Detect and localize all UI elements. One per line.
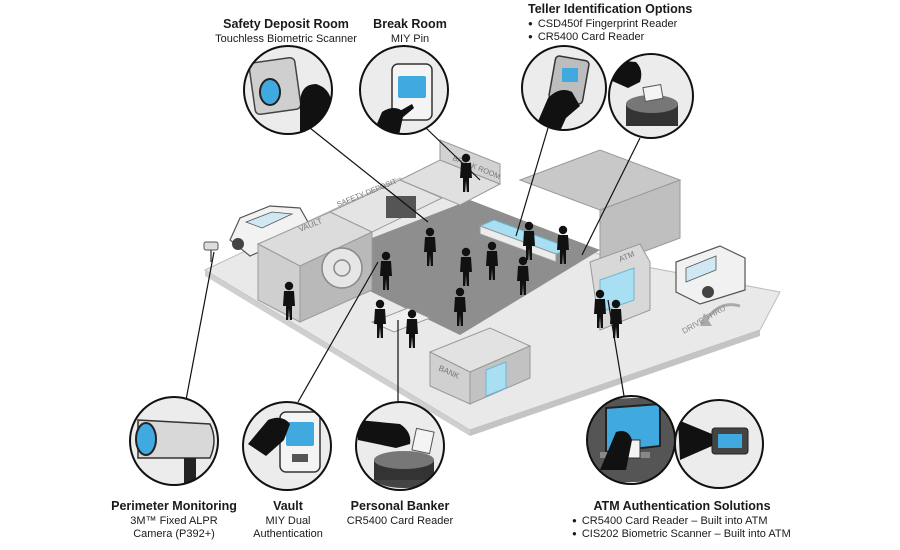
drive-thru-vehicle — [675, 245, 746, 305]
card-reader-icon — [358, 420, 435, 488]
atm-card-reader-icon — [588, 396, 675, 484]
teller-option-card-reader: CR5400 Card Reader — [528, 31, 718, 45]
bank-entrance: BANK — [428, 327, 532, 405]
vault-label: Vault MIY Dual Authentication — [245, 499, 331, 542]
teller-option-fingerprint: CSD450f Fingerprint Reader — [528, 18, 718, 32]
atm-solutions-label: ATM Authentication Solutions CR5400 Card… — [562, 499, 802, 542]
personal-banker-label: Personal Banker CR5400 Card Reader — [340, 499, 460, 528]
safety-deposit-callout-image — [243, 45, 333, 135]
deposit-boxes — [386, 196, 416, 218]
safety-deposit-subtitle: Touchless Biometric Scanner — [215, 32, 357, 45]
teller-title: Teller Identification Options — [528, 2, 693, 16]
break-room-label: Break Room MIY Pin — [362, 17, 458, 46]
personal-banker-callout-image — [355, 401, 445, 491]
teller-card-reader-callout-image — [608, 53, 694, 139]
vault-subtitle-line2: Authentication — [253, 528, 323, 541]
atm-solution-card-reader: CR5400 Card Reader – Built into ATM — [572, 515, 802, 529]
perimeter-subtitle-line1: 3M™ Fixed ALPR — [130, 514, 218, 527]
vault-title: Vault — [273, 499, 303, 513]
perimeter-subtitle-line2: Camera (P392+) — [133, 528, 215, 541]
atm-solutions-title: ATM Authentication Solutions — [593, 499, 771, 513]
perimeter-title: Perimeter Monitoring — [111, 499, 237, 513]
perimeter-label: Perimeter Monitoring 3M™ Fixed ALPR Came… — [108, 499, 240, 542]
perimeter-callout-image — [129, 396, 219, 486]
alpr-camera-icon — [135, 419, 215, 485]
atm-card-callout-image — [586, 395, 676, 485]
vault-subtitle-line1: MIY Dual — [265, 514, 311, 527]
vault-callout-image — [242, 401, 332, 491]
personal-banker-title: Personal Banker — [350, 499, 450, 513]
teller-label: Teller Identification Options CSD450f Fi… — [528, 2, 718, 45]
outdoor-camera — [203, 241, 219, 262]
atm-solution-biometric: CIS202 Biometric Scanner – Built into AT… — [572, 528, 802, 542]
personal-banker-subtitle: CR5400 Card Reader — [346, 514, 454, 527]
safety-deposit-label: Safety Deposit Room Touchless Biometric … — [210, 17, 362, 46]
teller-fingerprint-callout-image — [521, 45, 607, 131]
break-room-title: Break Room — [373, 17, 447, 31]
dual-auth-reader-icon — [248, 411, 321, 473]
safety-deposit-title: Safety Deposit Room — [223, 17, 349, 31]
vault-door — [321, 247, 363, 289]
break-room-subtitle: MIY Pin — [390, 32, 430, 45]
connector-lines — [185, 127, 641, 403]
break-room-callout-image — [359, 45, 449, 135]
vault-room: VAULT — [256, 211, 374, 323]
atm-biometric-scanner-icon — [678, 420, 749, 460]
bank-floor-plan: VAULT SAFETY DEPOSIT BREAK ROOM AT — [203, 139, 781, 436]
break-room: BREAK ROOM — [398, 139, 502, 206]
atm-biometric-callout-image — [674, 399, 764, 489]
card-reader-icon — [610, 60, 678, 126]
